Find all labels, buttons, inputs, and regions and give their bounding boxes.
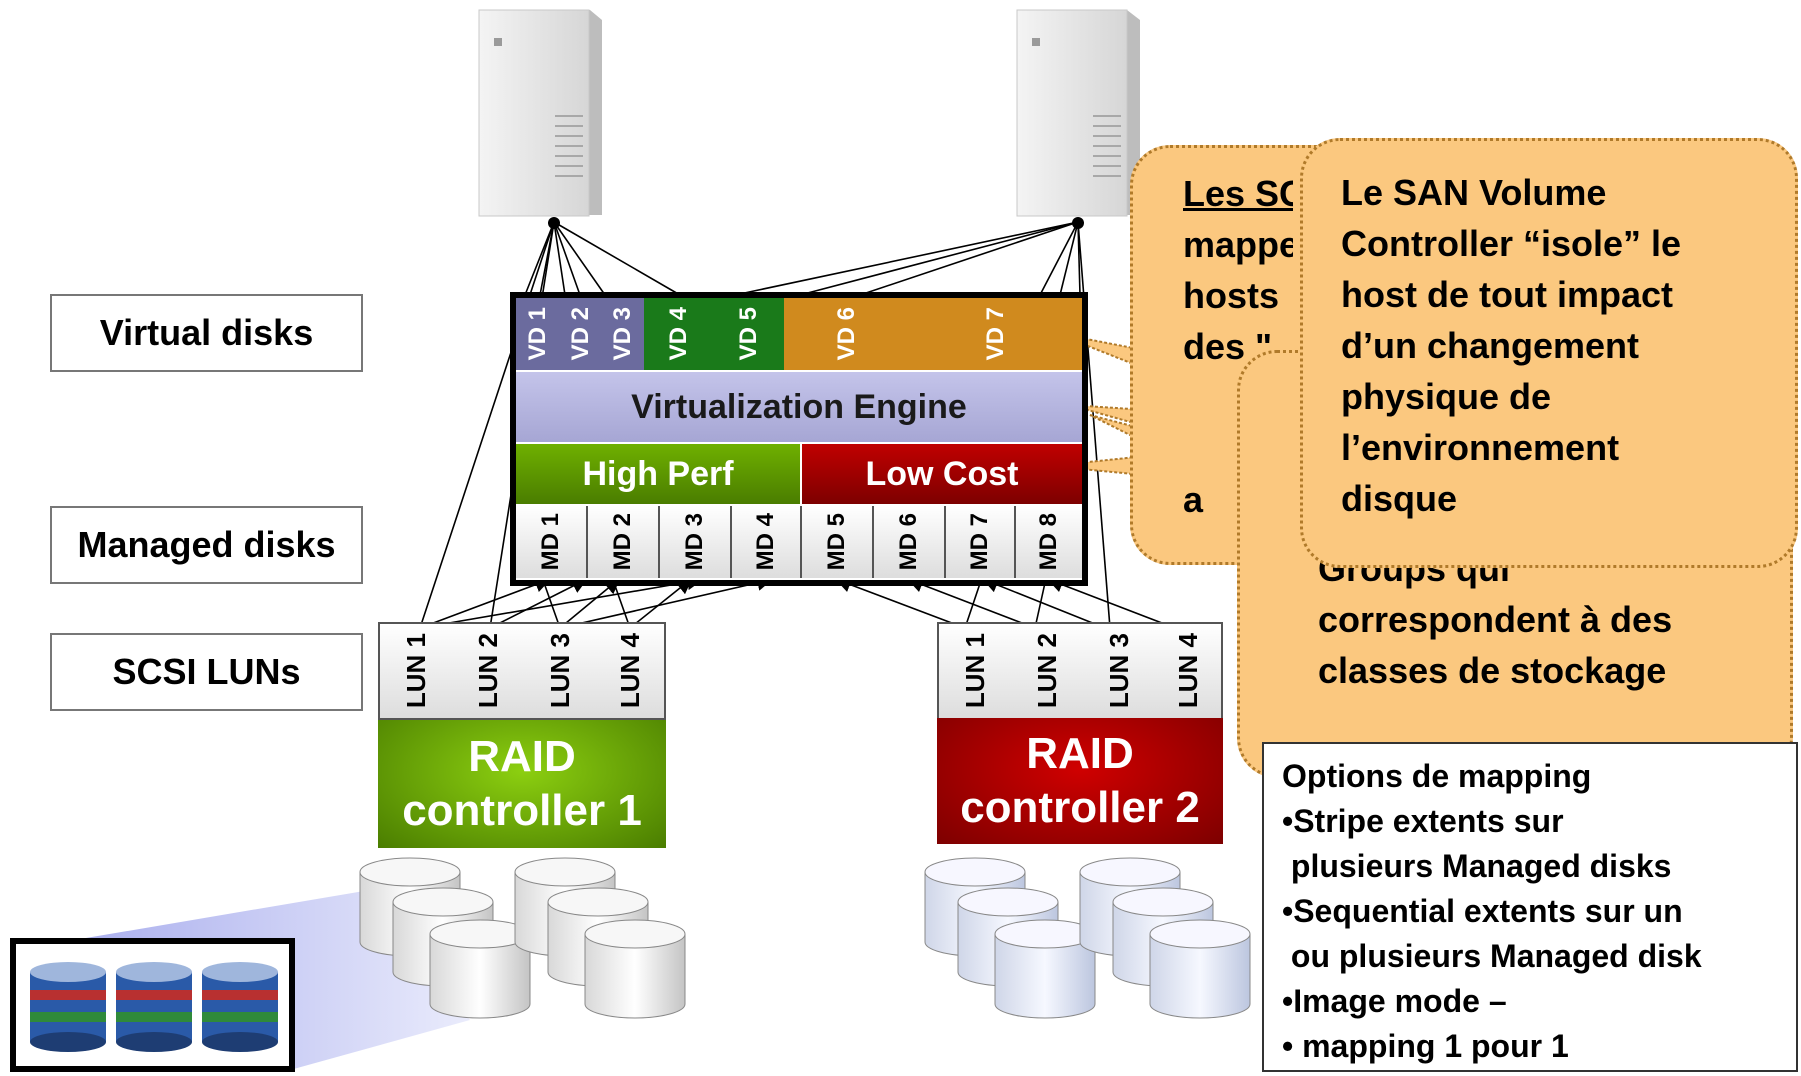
raid1-line1: RAID	[468, 732, 576, 781]
raid1-lun-4[interactable]: LUN 4	[596, 624, 664, 718]
striped-disks-icon	[30, 962, 278, 1052]
server-2-icon	[1016, 9, 1140, 217]
raid2-line2: controller 2	[960, 783, 1200, 832]
raid1-lun-1[interactable]: LUN 1	[380, 624, 454, 718]
md-2[interactable]: MD 2	[588, 506, 660, 578]
vd-6[interactable]: VD 6	[784, 298, 912, 370]
label-managed-disks: Managed disks	[50, 506, 363, 584]
raid-controller-1[interactable]: RAID controller 1	[378, 720, 666, 848]
vd-3[interactable]: VD 3	[602, 298, 646, 370]
raid2-lun-4[interactable]: LUN 4	[1155, 624, 1221, 718]
raid2-lun-3[interactable]: LUN 3	[1083, 624, 1157, 718]
raid1-lun-2[interactable]: LUN 2	[452, 624, 526, 718]
pool-high-perf[interactable]: High Perf	[516, 444, 800, 504]
virtualization-engine: Virtualization Engine	[516, 372, 1082, 442]
callout-back-text: Les SC mappe hosts des " a	[1183, 173, 1293, 520]
md-7[interactable]: MD 7	[946, 506, 1016, 578]
vd-2[interactable]: VD 2	[560, 298, 604, 370]
mapping-options-box: Options de mapping •Stripe extents sur p…	[1262, 742, 1798, 1072]
lun-to-md-lines	[419, 574, 1176, 629]
md-8[interactable]: MD 8	[1016, 506, 1082, 578]
raid1-lun-row: LUN 1 LUN 2 LUN 3 LUN 4	[378, 622, 666, 720]
mapping-title: Options de mapping	[1282, 758, 1592, 794]
raid2-lun-2[interactable]: LUN 2	[1011, 624, 1085, 718]
md-3[interactable]: MD 3	[660, 506, 732, 578]
label-scsi-luns: SCSI LUNs	[50, 633, 363, 711]
virtual-disk-row: VD 1 VD 2 VD 3 VD 4 VD 5 VD 6 VD 7	[516, 298, 1082, 370]
disk-group-2-icon	[924, 857, 1251, 1019]
pool-low-cost[interactable]: Low Cost	[802, 444, 1082, 504]
zoomed-disk-panel	[10, 938, 295, 1072]
raid2-line1: RAID	[1026, 729, 1134, 778]
callout-front: Le SAN Volume Controller “isole” le host…	[1300, 138, 1798, 568]
md-1[interactable]: MD 1	[516, 506, 588, 578]
disk-group-1-icon	[359, 857, 686, 1019]
raid1-line2: controller 1	[402, 786, 642, 835]
raid1-lun-3[interactable]: LUN 3	[524, 624, 598, 718]
raid2-lun-1[interactable]: LUN 1	[939, 624, 1013, 718]
vd-7[interactable]: VD 7	[910, 298, 1082, 370]
svc-block: VD 1 VD 2 VD 3 VD 4 VD 5 VD 6 VD 7 Virtu…	[510, 292, 1088, 586]
callout-middle-text: Groups qui correspondent à des classes d…	[1318, 548, 1673, 691]
raid-controller-2[interactable]: RAID controller 2	[937, 718, 1223, 844]
md-5[interactable]: MD 5	[802, 506, 874, 578]
label-virtual-disks: Virtual disks	[50, 294, 363, 372]
raid2-lun-row: LUN 1 LUN 2 LUN 3 LUN 4	[937, 622, 1223, 720]
md-6[interactable]: MD 6	[874, 506, 946, 578]
vd-5[interactable]: VD 5	[714, 298, 786, 370]
vd-4[interactable]: VD 4	[644, 298, 716, 370]
md-4[interactable]: MD 4	[732, 506, 802, 578]
callout-front-text: Le SAN Volume Controller “isole” le host…	[1341, 172, 1682, 519]
vd-1[interactable]: VD 1	[516, 298, 562, 370]
managed-disk-row: MD 1 MD 2 MD 3 MD 4 MD 5 MD 6 MD 7 MD 8	[516, 506, 1082, 578]
server-1-icon	[478, 9, 602, 217]
